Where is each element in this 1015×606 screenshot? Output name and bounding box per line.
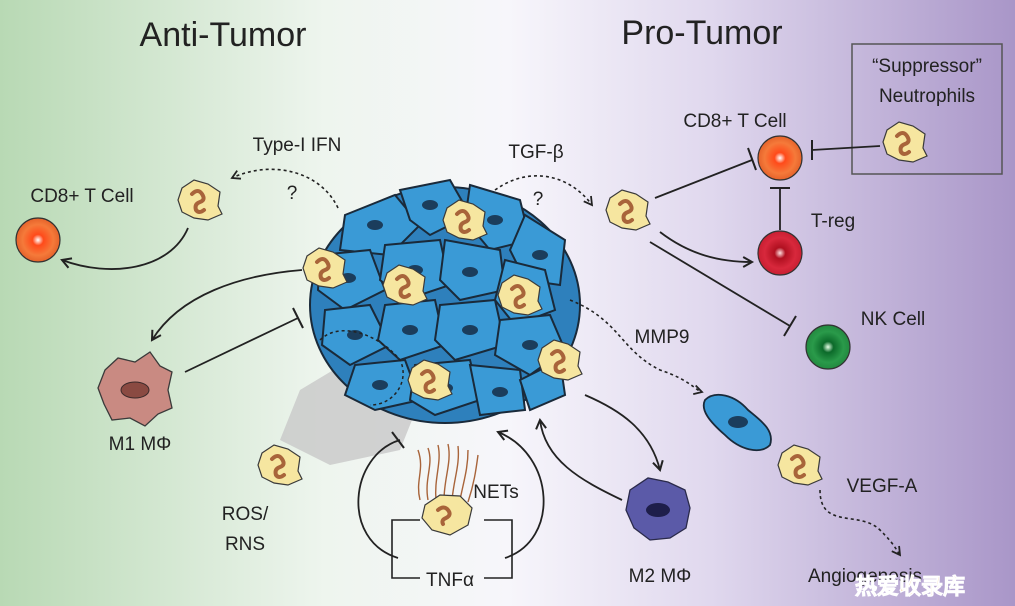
endothelial-nucleus [728, 416, 748, 428]
nets-label: NETs [473, 482, 518, 503]
question-left-label: ? [287, 183, 298, 204]
tgfb-label: TGF-β [508, 142, 563, 163]
cd8-left-cell [15, 217, 61, 263]
neutrophil-to-cd8-arrow [60, 227, 189, 270]
m1-nucleus [120, 381, 150, 399]
cd8-left-label: CD8+ T Cell [30, 186, 133, 207]
treg-cell [757, 230, 803, 276]
bracket-right [484, 519, 513, 560]
suppressor-label-1: “Suppressor” [872, 56, 982, 77]
ros-label: ROS/ [222, 504, 269, 525]
right-loop [496, 429, 545, 559]
mmp9-label: MMP9 [635, 327, 690, 348]
tumor-mass [301, 178, 584, 424]
rns-label: RNS [225, 534, 265, 555]
m2-nucleus [646, 503, 670, 517]
tnfa-label: TNFα [426, 570, 474, 591]
nk-label: NK Cell [861, 309, 925, 330]
neutrophil-to-treg-arrow [659, 231, 755, 268]
cd8-right-label: CD8+ T Cell [683, 111, 786, 132]
angiogenesis-label: Angiogenesis [808, 566, 922, 587]
cd8-right-cell [757, 135, 803, 181]
m1-label: M1 MΦ [109, 434, 172, 455]
pro-tumor-heading: Pro-Tumor [621, 14, 782, 52]
vegfa-label: VEGF-A [847, 476, 918, 497]
nk-inhibit-line [649, 241, 791, 327]
suppressor-label-2: Neutrophils [879, 86, 975, 107]
bracket-left [391, 519, 420, 560]
mmp9-arrow [569, 299, 704, 396]
type-i-ifn-label: Type-I IFN [253, 135, 342, 156]
tgfb-arrow [494, 175, 594, 207]
m1-inhibit-bar [292, 307, 304, 329]
watermark: 热爱收录库 [855, 574, 965, 600]
nets-strands [417, 443, 479, 503]
m2-to-tumor-arrow [535, 417, 623, 501]
anti-tumor-heading: Anti-Tumor [140, 16, 307, 54]
neutrophil-inhibit-cd8 [654, 159, 753, 199]
suppressor-box [851, 43, 1003, 175]
m1-inhibit-line [184, 317, 299, 373]
question-right-label: ? [533, 189, 544, 210]
left-loop [357, 439, 401, 559]
tumor-to-m2-arrow [584, 394, 664, 472]
suppressor-inhibit-line [811, 145, 881, 151]
m2-label: M2 MΦ [629, 566, 692, 587]
nk-cell [805, 324, 851, 370]
treg-label: T-reg [811, 211, 855, 232]
vegfa-arrow [819, 489, 902, 557]
neutrophil-to-m1-arrow [150, 269, 303, 342]
type-i-ifn-arrow [230, 168, 339, 209]
